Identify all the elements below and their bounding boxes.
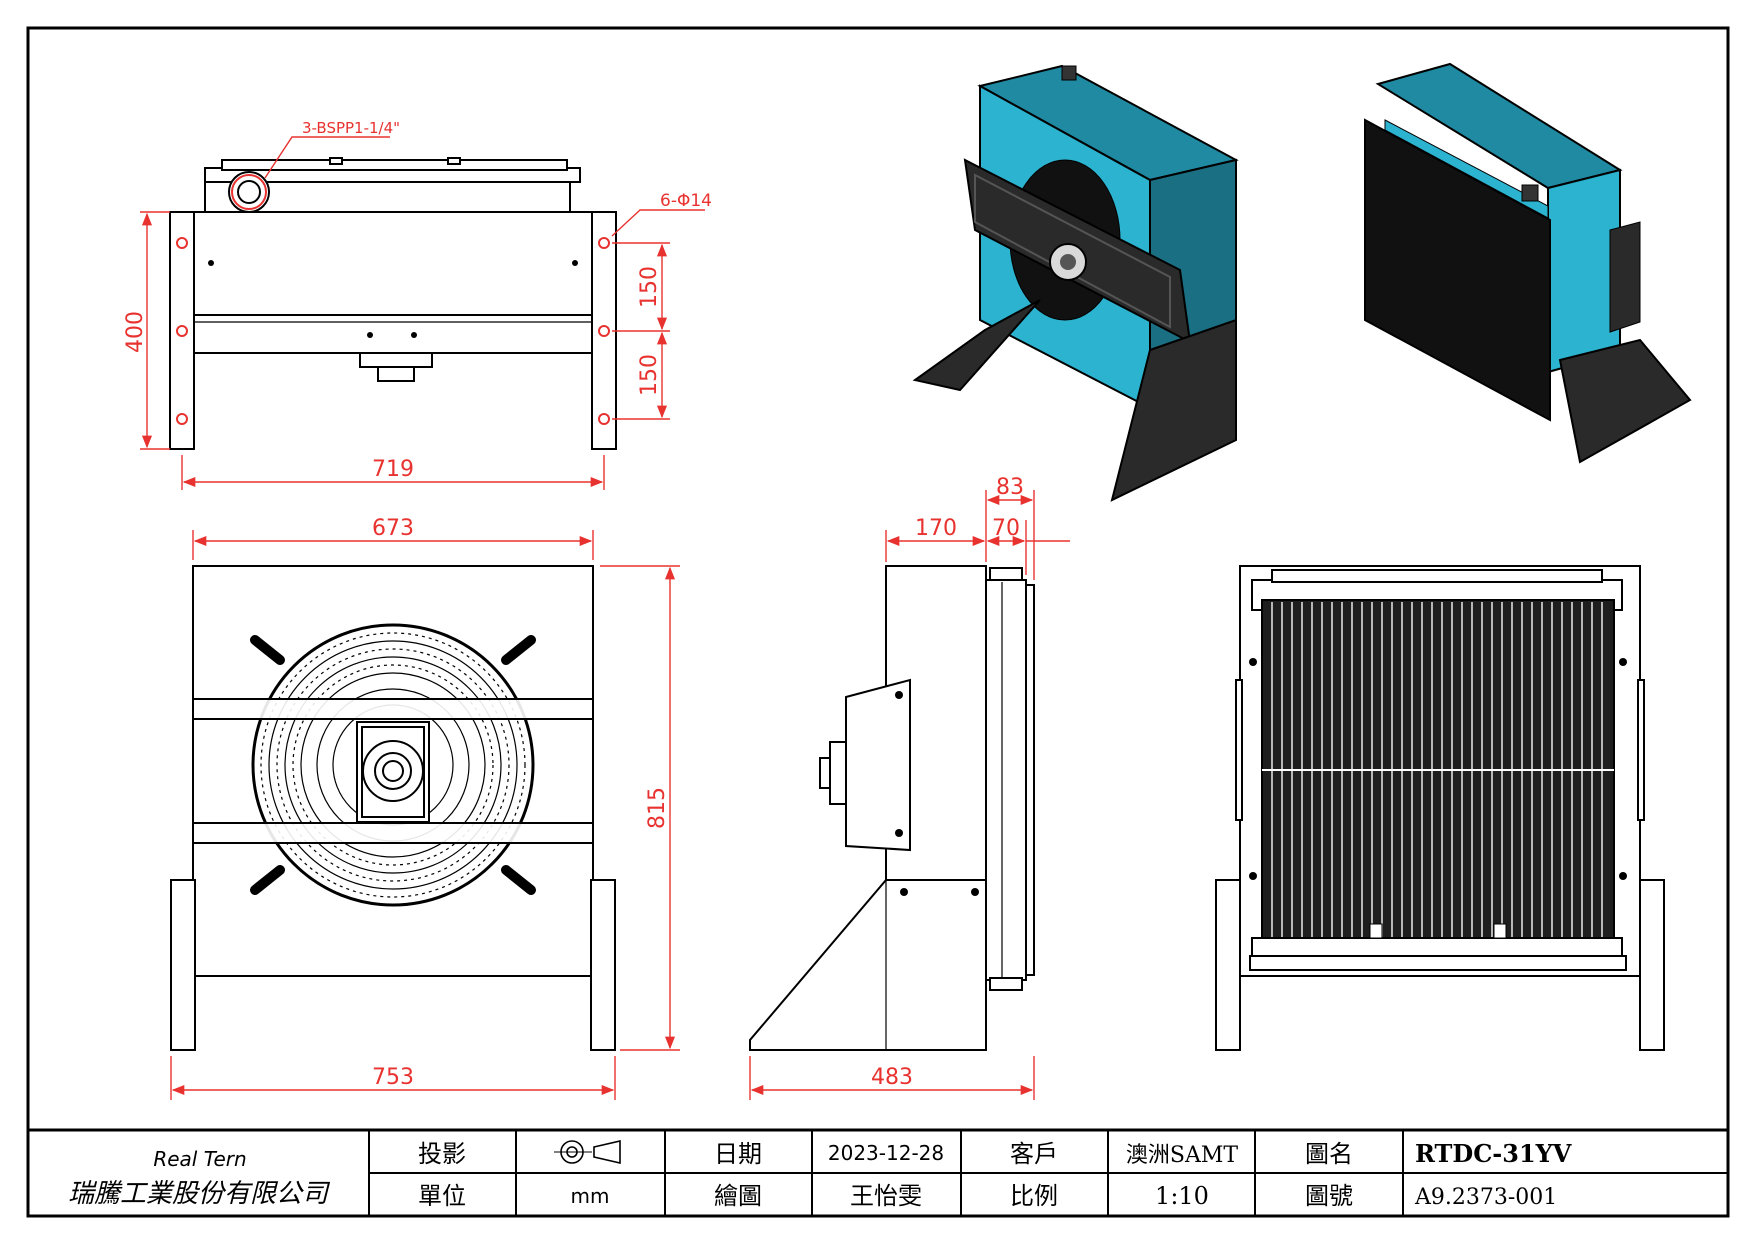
front-view: 673 815 753 — [170, 516, 680, 1100]
dim-front-base-width: 753 — [372, 1065, 414, 1090]
dim-top-pitch-upper: 150 — [637, 266, 662, 308]
title-block: Real Tern 瑞騰工業股份有限公司 投影 單位 mm 日期 繪圖 2023… — [26, 1128, 1730, 1218]
port-annotation: 3-BSPP1-1/4" — [302, 119, 400, 137]
date-value: 2023-12-28 — [828, 1141, 944, 1165]
drawing-no-value: A9.2373-001 — [1414, 1185, 1557, 1210]
dim-top-pitch-lower: 150 — [637, 354, 662, 396]
company-english: Real Tern — [153, 1147, 246, 1171]
projection-label: 投影 — [418, 1140, 466, 1168]
scale-value: 1:10 — [1155, 1182, 1209, 1210]
dim-top-width: 719 — [372, 457, 414, 482]
unit-value: mm — [571, 1184, 610, 1208]
dim-front-height: 815 — [645, 787, 670, 829]
customer-label: 客戶 — [1010, 1140, 1058, 1168]
isometric-view-rear — [1364, 62, 1692, 464]
isometric-view-front — [912, 64, 1239, 502]
customer-value: 澳洲SAMT — [1126, 1143, 1238, 1168]
top-view: 3-BSPP1-1/4" 6-Φ14 400 150 150 719 — [123, 119, 712, 490]
drawn-value: 王怡雯 — [850, 1182, 922, 1210]
drawing-name-label: 圖名 — [1305, 1140, 1353, 1168]
scale-label: 比例 — [1010, 1182, 1058, 1210]
holes-annotation: 6-Φ14 — [660, 191, 712, 211]
dim-side-depth: 170 — [915, 516, 957, 541]
drawing-name-value: RTDC-31YV — [1415, 1139, 1572, 1168]
drawn-label: 繪圖 — [714, 1182, 762, 1210]
dim-side-core: 70 — [992, 516, 1020, 541]
company-chinese: 瑞騰工業股份有限公司 — [68, 1179, 331, 1209]
side-view: 170 70 83 483 — [749, 475, 1070, 1100]
date-label: 日期 — [714, 1140, 762, 1168]
dim-top-height: 400 — [123, 311, 148, 353]
rear-view — [1215, 565, 1665, 1051]
first-angle-projection-icon — [554, 1139, 621, 1165]
dim-front-inner-width: 673 — [372, 516, 414, 541]
unit-label: 單位 — [418, 1182, 466, 1210]
dim-side-total: 83 — [996, 475, 1024, 500]
dim-side-base: 483 — [871, 1065, 913, 1090]
drawing-no-label: 圖號 — [1305, 1182, 1353, 1210]
